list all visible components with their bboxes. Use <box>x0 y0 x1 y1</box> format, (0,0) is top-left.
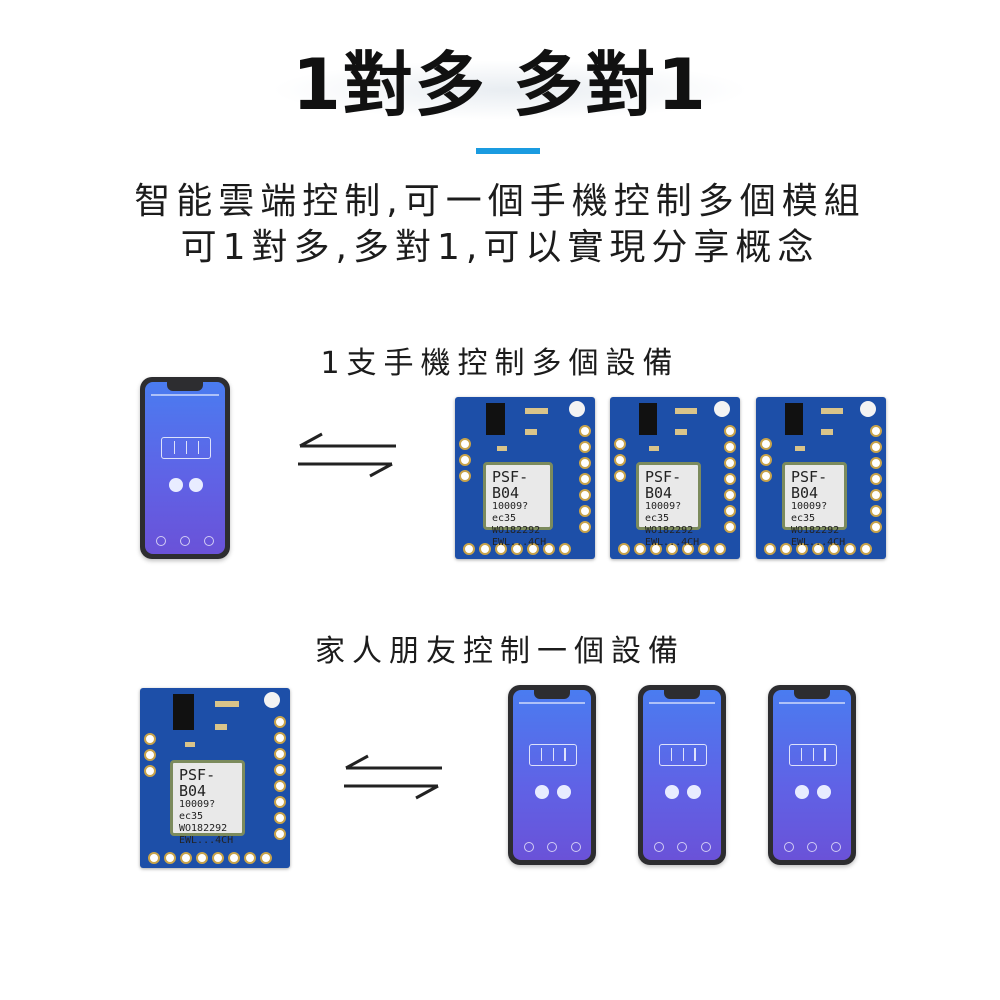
subtitle-line-2: 可1對多,多對1,可以實現分享概念 <box>180 227 820 268</box>
phone-screen <box>773 690 851 860</box>
chip-model-label: PSF-B04 <box>645 467 682 502</box>
exchange-arrows-icon <box>298 432 396 478</box>
phone-screen <box>643 690 721 860</box>
chip-model-label: PSF-B04 <box>179 766 216 800</box>
phone-screen <box>513 690 591 860</box>
toggle-button-icon <box>664 785 679 800</box>
subtitle-line-1: 智能雲端控制,可一個手機控制多個模組 <box>134 181 866 222</box>
smartphone-image <box>768 685 856 865</box>
switch-panel-icon <box>161 437 211 460</box>
toggle-button-icon <box>189 478 203 493</box>
toggle-button-icon <box>556 785 571 800</box>
toggle-button-icon <box>816 785 831 800</box>
section-heading-many-to-one: 家人朋友控制一個設備 <box>315 634 685 669</box>
chip-model-label: PSF-B04 <box>492 467 529 502</box>
toggle-button-icon <box>794 785 809 800</box>
chip-model-label: PSF-B04 <box>791 467 828 502</box>
page-title: 1對多 多對1 <box>292 44 708 126</box>
exchange-arrows-icon <box>344 754 442 800</box>
switch-panel-icon <box>658 744 708 767</box>
toggle-button-icon <box>534 785 549 800</box>
smartphone-image <box>508 685 596 865</box>
title-glow <box>270 60 750 120</box>
section-heading-one-to-many: 1支手機控制多個設備 <box>320 346 680 381</box>
toggle-button-icon <box>169 478 183 493</box>
switch-panel-icon <box>528 744 578 767</box>
smartphone-image <box>140 377 230 559</box>
phone-screen <box>145 382 225 554</box>
title-accent-bar <box>476 148 540 154</box>
smartphone-image <box>638 685 726 865</box>
toggle-button-icon <box>686 785 701 800</box>
switch-panel-icon <box>788 744 838 767</box>
